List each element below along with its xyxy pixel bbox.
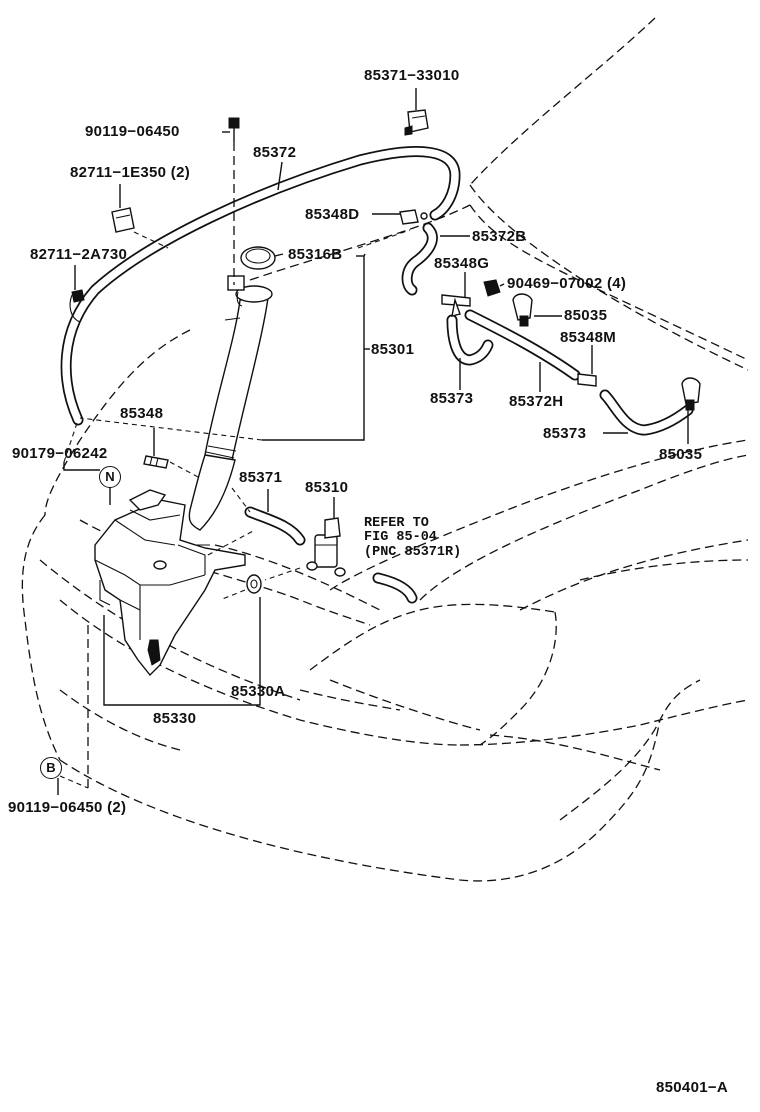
label-85371-33010: 85371−33010 [364, 67, 460, 84]
reference-note-line1: REFER TO [364, 516, 429, 531]
label-85330: 85330 [153, 710, 197, 727]
hose-85371 [244, 506, 306, 546]
label-85301: 85301 [371, 341, 415, 358]
marker-n: N [99, 466, 121, 488]
joint-85348g [441, 294, 471, 317]
washer-tank-85330 [94, 489, 246, 677]
joint-85348m [577, 373, 597, 387]
label-90469-07002: 90469−07002 (4) [507, 275, 627, 292]
label-85373-right: 85373 [543, 425, 587, 442]
label-85310: 85310 [305, 479, 349, 496]
hose-85372 [60, 146, 461, 426]
clip-82711-1e350 [111, 207, 135, 233]
nozzle-85035-upper [512, 293, 533, 327]
pump-85310 [306, 517, 346, 577]
hose-85373-right [599, 389, 694, 436]
label-90119-06450-2: 90119−06450 (2) [8, 799, 127, 816]
label-85372: 85372 [253, 144, 297, 161]
grommet-85330a [246, 574, 262, 594]
label-85372h: 85372H [509, 393, 564, 410]
clip-82711-2a730 [69, 289, 85, 323]
label-85348d: 85348D [305, 206, 360, 223]
label-85035-lower: 85035 [659, 446, 703, 463]
hose-85373-left [446, 314, 494, 366]
bolt-90119-06450 [228, 117, 240, 142]
label-85348m: 85348M [560, 329, 617, 346]
label-85330a: 85330A [231, 683, 286, 700]
reference-note-line3: (PNC 85371R) [364, 545, 462, 560]
hose-85372b [401, 222, 438, 296]
nozzle-85035-lower [681, 377, 701, 411]
label-85348g: 85348G [434, 255, 490, 272]
label-90179-06242: 90179−06242 [12, 445, 108, 462]
label-85316b: 85316B [288, 246, 343, 263]
clip-90469-07002 [483, 279, 501, 297]
label-85035-upper: 85035 [564, 307, 608, 324]
clamp-85371-33010 [404, 109, 429, 136]
marker-b: B [40, 757, 62, 779]
label-82711-2a730: 82711−2A730 [30, 246, 128, 263]
vehicle-outline [21, 17, 749, 882]
filler-pipe-85301 [188, 275, 273, 531]
hose-85371r [372, 572, 418, 604]
joint-85348d [399, 209, 428, 225]
cap-85316b [240, 246, 276, 270]
label-85373-left: 85373 [430, 390, 474, 407]
hose-85372h [464, 309, 581, 381]
label-82711-1e350: 82711−1E350 (2) [70, 164, 191, 181]
label-85371: 85371 [239, 469, 283, 486]
label-85348: 85348 [120, 405, 164, 422]
reference-note-line2: FIG 85-04 [364, 530, 437, 545]
label-85372b: 85372B [472, 228, 527, 245]
label-90119-06450: 90119−06450 [85, 123, 180, 140]
joint-85348 [143, 455, 169, 469]
leader-lines [57, 88, 689, 795]
figure-id: 850401−A [656, 1079, 729, 1096]
